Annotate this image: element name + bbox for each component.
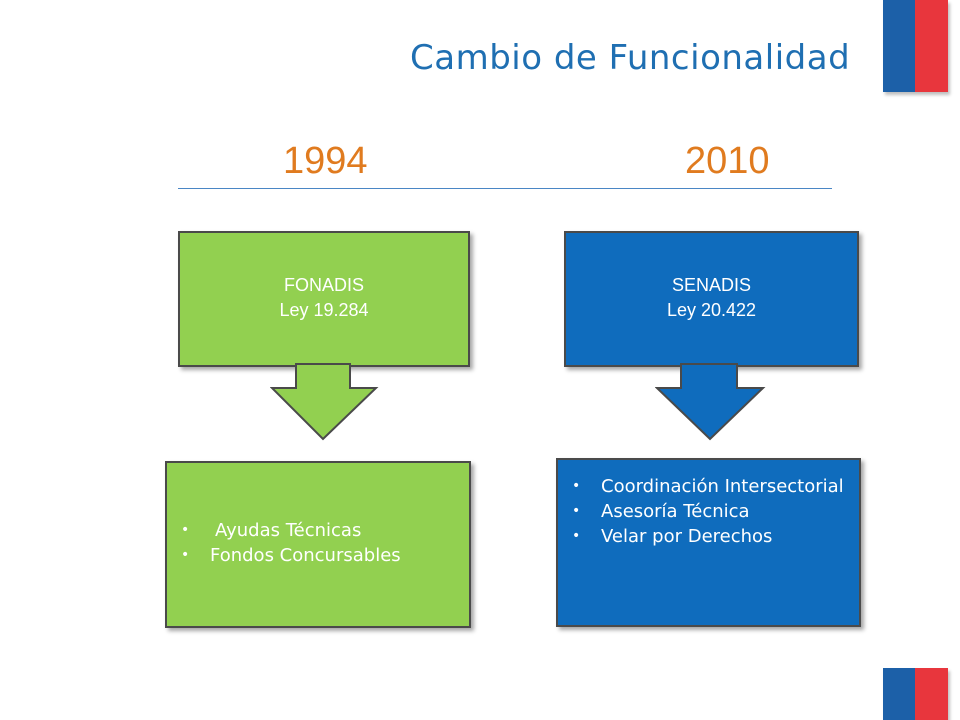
senadis-name: SENADIS <box>671 275 752 295</box>
slide-title: Cambio de Funcionalidad <box>410 38 851 78</box>
fonadis-name: FONADIS <box>283 275 364 295</box>
list-item: •Asesoría Técnica <box>572 501 750 522</box>
fonadis-down-arrow <box>270 363 379 441</box>
fonadis-law: Ley 19.284 <box>279 300 369 320</box>
senadis-down-arrow <box>655 363 766 441</box>
senadis-functions-list: •Coordinación Intersectorial •Asesoría T… <box>564 474 854 549</box>
chile-flag-top <box>883 0 948 92</box>
year-1994: 1994 <box>283 140 368 182</box>
fonadis-functions-box: •Ayudas Técnicas •Fondos Concursables <box>165 461 471 628</box>
list-item: •Ayudas Técnicas <box>181 520 362 541</box>
fonadis-box: FONADIS Ley 19.284 <box>178 231 470 367</box>
fonadis-functions-list: •Ayudas Técnicas •Fondos Concursables <box>173 518 467 568</box>
senadis-law: Ley 20.422 <box>666 300 757 320</box>
senadis-box: SENADIS Ley 20.422 <box>564 231 859 367</box>
year-2010: 2010 <box>685 140 770 182</box>
list-item: •Coordinación Intersectorial <box>572 476 844 497</box>
list-item: •Fondos Concursables <box>181 545 401 566</box>
senadis-functions-box: •Coordinación Intersectorial •Asesoría T… <box>556 458 861 627</box>
chile-flag-bottom <box>883 668 948 720</box>
timeline-divider <box>178 188 832 189</box>
list-item: •Velar por Derechos <box>572 526 773 547</box>
